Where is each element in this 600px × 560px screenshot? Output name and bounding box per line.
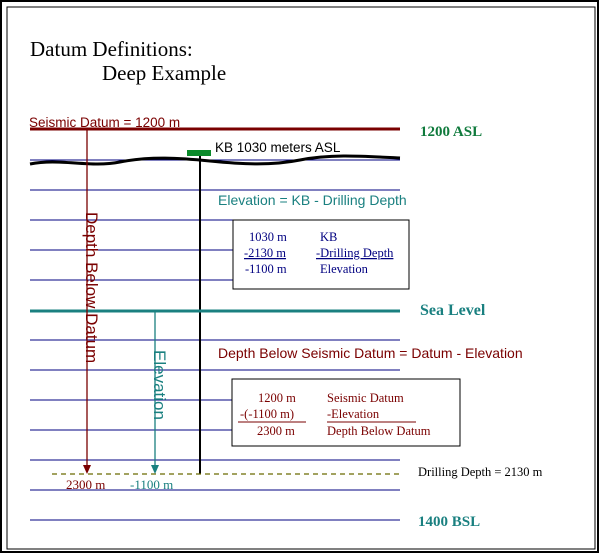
box1-value-1: 1030 m — [249, 230, 287, 244]
box2-name-3: Depth Below Datum — [327, 424, 431, 438]
kb-label: KB 1030 meters ASL — [215, 140, 341, 155]
box1-name-2: -Drilling Depth — [316, 246, 394, 260]
box-frame — [231, 378, 461, 447]
box2-value-2: -(-1100 m) — [240, 407, 294, 421]
elevation-value: -1100 m — [130, 477, 173, 492]
box1-name-3: Elevation — [320, 262, 369, 276]
box1-name-1: KB — [320, 230, 337, 244]
seismic-datum-label: Seismic Datum = 1200 m — [29, 115, 180, 130]
title-line-2: Deep Example — [102, 61, 226, 85]
box1-value-3: -1100 m — [245, 262, 287, 276]
depth-below-datum-label: Depth Below Datum — [82, 212, 101, 363]
depth-arrowhead — [83, 465, 91, 474]
kb-marker — [187, 150, 211, 156]
diagram-inner-frame — [6, 6, 596, 550]
elevation-vertical-label: Elevation — [150, 350, 169, 420]
box2-name-2: -Elevation — [327, 407, 380, 421]
title-line-1: Datum Definitions: — [30, 37, 193, 61]
elevation-arrowhead — [151, 465, 159, 474]
depth-value: 2300 m — [66, 477, 105, 492]
elevation-calc-box: 1030 m KB -2130 m -Drilling Depth -1100 … — [232, 219, 410, 290]
box1-value-2: -2130 m — [244, 246, 286, 260]
box2-value-3: 2300 m — [257, 424, 295, 438]
box-frame — [232, 219, 410, 290]
drilling-depth-label: Drilling Depth = 2130 m — [418, 465, 543, 479]
ground-surface-line — [29, 154, 401, 166]
depth-calc-box: 1200 m Seismic Datum -(-1100 m) -Elevati… — [231, 378, 461, 447]
box2-name-1: Seismic Datum — [327, 391, 404, 405]
sea-level-label: Sea Level — [420, 302, 486, 319]
depth-formula: Depth Below Seismic Datum = Datum - Elev… — [218, 345, 523, 361]
elevation-formula: Elevation = KB - Drilling Depth — [218, 192, 407, 208]
bsl-1400-label: 1400 BSL — [418, 514, 480, 530]
box2-value-1: 1200 m — [258, 391, 296, 405]
asl-1200-label: 1200 ASL — [420, 124, 482, 140]
